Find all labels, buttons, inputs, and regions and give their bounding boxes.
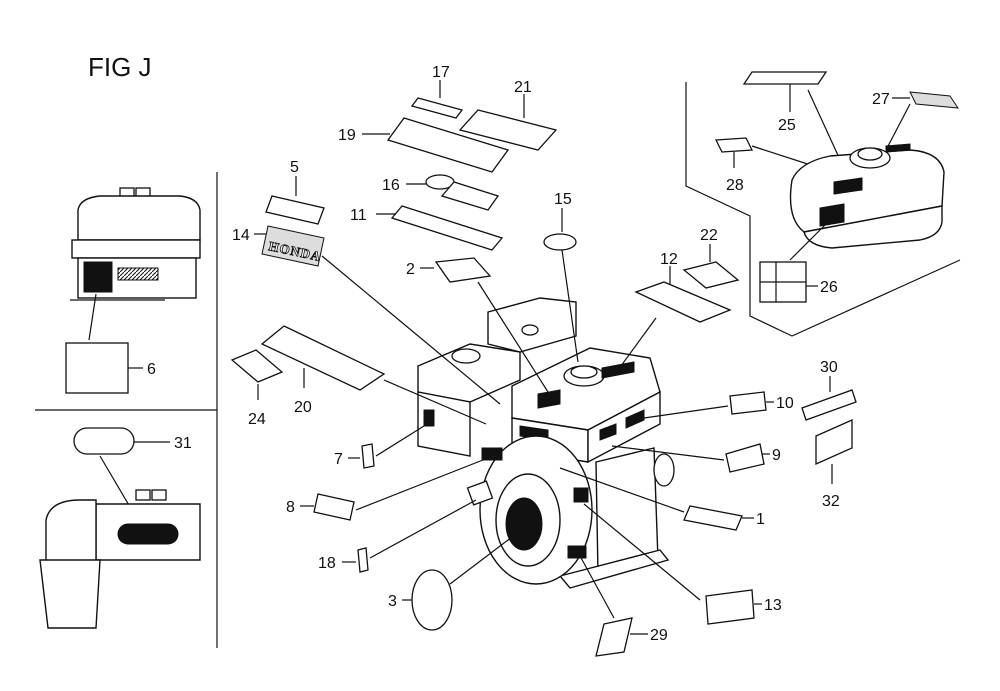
callout-18: 18 [318, 555, 336, 572]
figure-title: FIG J [88, 52, 152, 82]
callout-11: 11 [350, 207, 367, 224]
callout-13: 13 [764, 597, 782, 614]
callout-21: 21 [514, 79, 532, 96]
decal-28 [714, 137, 754, 153]
logo-14: HONDA [261, 225, 325, 267]
callout-26: 26 [820, 279, 838, 296]
decal-22 [682, 261, 740, 289]
callout-8: 8 [286, 499, 295, 516]
inset-bottom-engine: 31 [39, 427, 201, 629]
decal-15 [543, 233, 577, 251]
inset-fuel-tank: 25 27 28 26 [685, 71, 961, 337]
decal-24 [230, 349, 284, 383]
callout-15: 15 [554, 191, 572, 208]
callout-1: 1 [756, 511, 765, 528]
decal-18 [357, 547, 369, 573]
callout-3: 3 [388, 593, 397, 610]
decal-21 [458, 109, 558, 151]
callout-20: 20 [294, 399, 312, 416]
decal-25 [742, 71, 828, 85]
callout-32: 32 [822, 493, 840, 510]
callout-25: 25 [778, 117, 796, 134]
inset-top-engine: 6 [65, 187, 201, 394]
decal-2 [434, 257, 492, 283]
decal-27 [909, 91, 959, 109]
decal-12 [634, 281, 732, 323]
decal-20 [260, 325, 386, 391]
callout-17: 17 [432, 64, 450, 81]
callout-16: 16 [382, 177, 400, 194]
callout-22: 22 [700, 227, 718, 244]
decal-6 [65, 342, 129, 394]
callout-9: 9 [772, 447, 781, 464]
decal-19 [386, 117, 510, 173]
decal-31-location [117, 523, 179, 545]
main-engine [417, 297, 675, 589]
left-inset-frame [35, 172, 218, 648]
callout-28: 28 [726, 177, 744, 194]
decal-17 [410, 97, 464, 119]
decal-32 [815, 418, 853, 466]
callout-12: 12 [660, 251, 678, 268]
decal-13 [705, 589, 755, 625]
decal-11 [390, 205, 504, 251]
callout-31: 31 [174, 435, 192, 452]
decal-30 [801, 389, 857, 421]
callout-30: 30 [820, 359, 838, 376]
decal-3 [411, 569, 453, 631]
callout-10: 10 [776, 395, 794, 412]
callout-5: 5 [290, 159, 299, 176]
decal-10 [729, 391, 767, 415]
callout-24: 24 [248, 411, 266, 428]
decal-5 [265, 195, 325, 225]
decal-31 [73, 427, 135, 455]
decal-7 [361, 443, 375, 469]
decal-29 [595, 617, 633, 657]
callout-2: 2 [406, 261, 415, 278]
decal-1 [683, 505, 743, 531]
decal-9 [725, 443, 765, 473]
decal-8 [313, 493, 355, 521]
decal-6-location [83, 261, 113, 293]
callout-6: 6 [147, 361, 156, 378]
callout-14: 14 [232, 227, 250, 244]
callout-27: 27 [872, 91, 890, 108]
callout-7: 7 [334, 451, 343, 468]
callout-19: 19 [338, 127, 356, 144]
callout-29: 29 [650, 627, 668, 644]
